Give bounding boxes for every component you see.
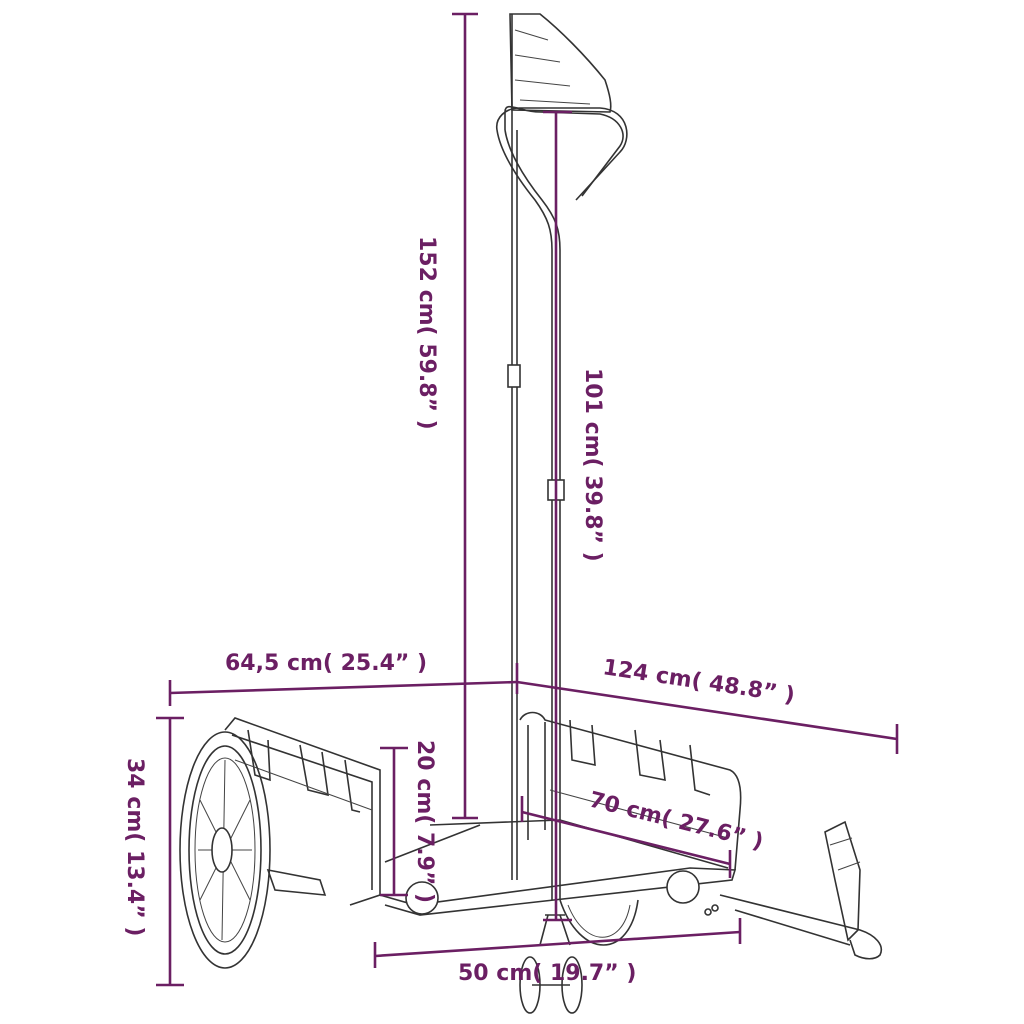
width-label: 64,5 cm( 25.4” ) bbox=[225, 651, 427, 676]
box-width-label: 50 cm( 19.7” ) bbox=[458, 961, 636, 986]
box-height-label: 20 cm( 7.9” ) bbox=[412, 740, 437, 903]
hitch-arm bbox=[704, 820, 882, 960]
handle-height-label: 101 cm( 39.8” ) bbox=[580, 368, 605, 562]
left-wheel bbox=[179, 731, 327, 969]
wheel-height-label: 34 cm( 13.4” ) bbox=[122, 758, 147, 936]
bike-trailer-drawing bbox=[179, 13, 882, 1014]
length-label: 124 cm( 48.8” ) bbox=[601, 655, 796, 708]
total-height-label: 152 cm( 59.8” ) bbox=[414, 236, 439, 430]
cargo-box bbox=[224, 711, 742, 916]
stand-wheels bbox=[519, 914, 583, 1014]
dimension-lines bbox=[156, 12, 899, 987]
safety-flag bbox=[509, 13, 612, 130]
right-wheel bbox=[559, 899, 639, 946]
tow-handle bbox=[495, 105, 628, 900]
